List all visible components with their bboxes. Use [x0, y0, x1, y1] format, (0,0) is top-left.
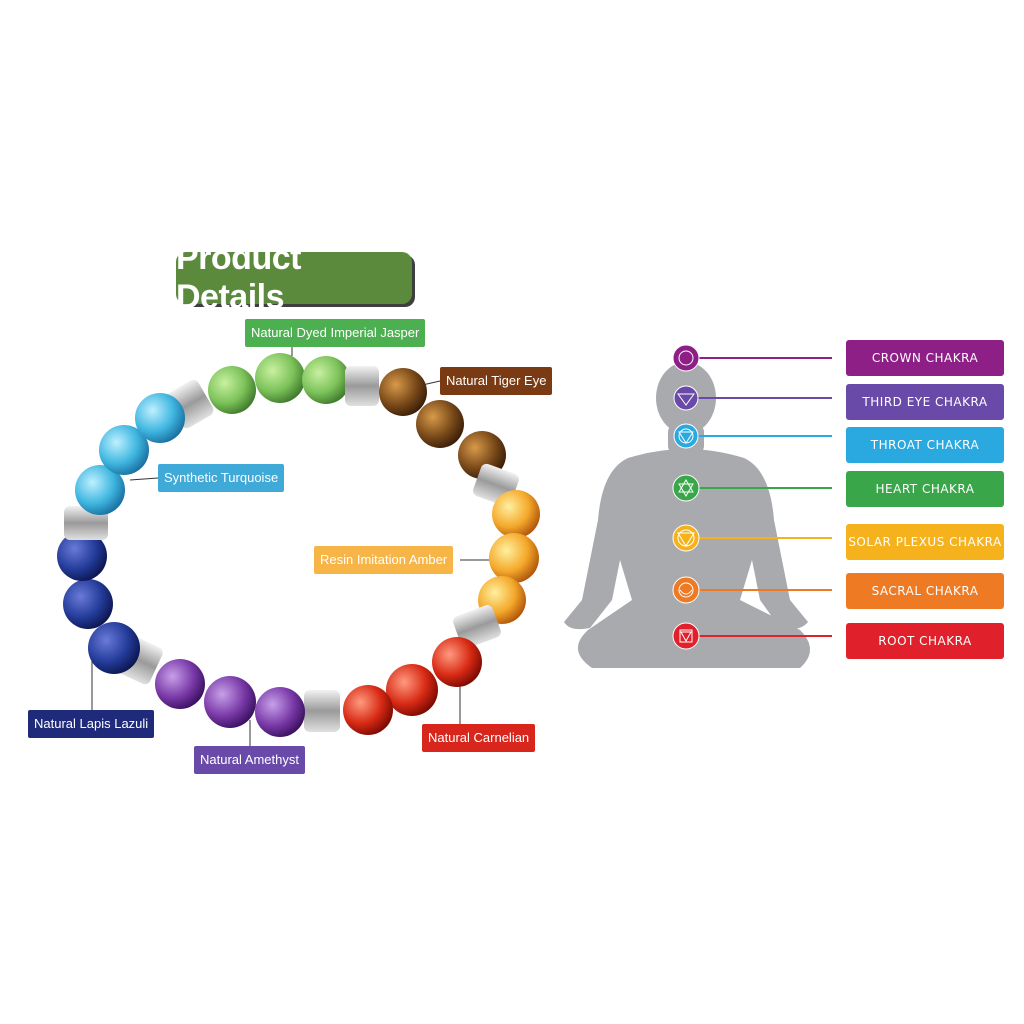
label-turquoise: Synthetic Turquoise: [158, 464, 285, 492]
crown-chakra-icon: [672, 344, 700, 372]
sacral-chakra-icon: [672, 576, 700, 604]
label-jasper: Natural Dyed Imperial Jasper: [245, 319, 426, 347]
label-lapis: Natural Lapis Lazuli: [28, 710, 155, 738]
label-amethyst: Natural Amethyst: [194, 746, 305, 774]
chakra-label-heart: HEART CHAKRA: [846, 471, 1004, 507]
heart-chakra-icon: [672, 474, 700, 502]
root-chakra-icon: [672, 622, 700, 650]
chakra-label-root: ROOT CHAKRA: [846, 623, 1004, 659]
chakra-label-crown: CROWN CHAKRA: [846, 340, 1004, 376]
third-eye-chakra-icon: [673, 385, 699, 411]
chakra-label-solar-plexus: SOLAR PLEXUS CHAKRA: [846, 524, 1004, 560]
chakra-label-third-eye: THIRD EYE CHAKRA: [846, 384, 1004, 420]
chakra-label-throat: THROAT CHAKRA: [846, 427, 1004, 463]
solar-plexus-chakra-icon: [672, 524, 700, 552]
label-carnelian: Natural Carnelian: [422, 724, 536, 752]
label-amber: Resin Imitation Amber: [314, 546, 454, 574]
chakra-label-sacral: SACRAL CHAKRA: [846, 573, 1004, 609]
label-tiger-eye: Natural Tiger Eye: [440, 367, 553, 395]
throat-chakra-icon: [673, 423, 699, 449]
